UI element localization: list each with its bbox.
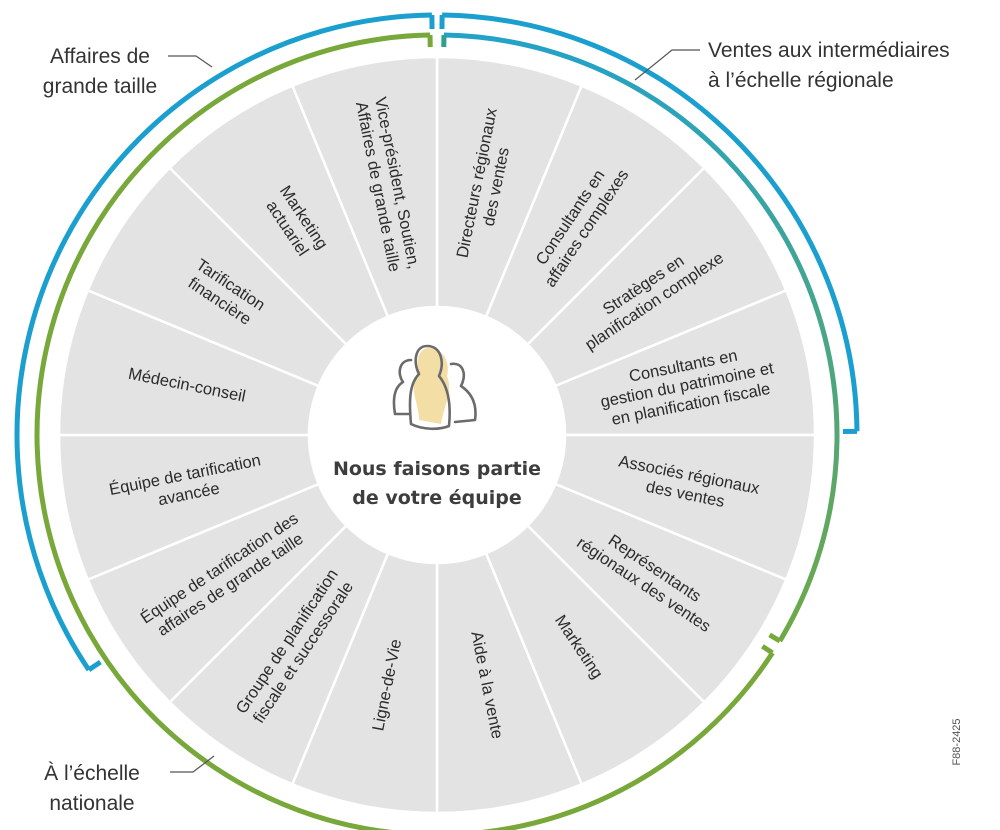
leader-line bbox=[634, 49, 700, 81]
segment-3: Stratèges enplanification complexe bbox=[525, 165, 788, 388]
document-code: F88-2425 bbox=[951, 718, 963, 765]
center-title-line: de votre équipe bbox=[352, 487, 522, 509]
team-people-icon bbox=[392, 344, 477, 431]
ring-affaires-grande-taille bbox=[14, 12, 435, 672]
group-label-text: Affaires de grande taille bbox=[43, 45, 157, 98]
group-label-line: grande taille bbox=[43, 75, 157, 98]
group-label-2: Ventes aux intermédiaires à l’échelle rég… bbox=[634, 39, 950, 92]
group-label-text: Ventes aux intermédiaires à l’échelle rég… bbox=[708, 39, 950, 92]
leader-line bbox=[170, 755, 215, 773]
group-label-line: À l’échelle bbox=[44, 762, 140, 785]
group-label-line: nationale bbox=[49, 792, 134, 815]
segment-9: Ligne-de-Vie bbox=[290, 551, 439, 815]
center-title: Nous faisons partie de votre équipe bbox=[333, 458, 541, 509]
group-label-1: Affaires de grande taille bbox=[43, 45, 213, 98]
group-labels: Affaires de grande taille Ventes aux inter… bbox=[43, 39, 963, 815]
segment-12: Équipe de tarificationavancée bbox=[57, 433, 321, 582]
ring-ventes-intermediaires bbox=[441, 32, 840, 644]
segment-13: Médecin-conseil bbox=[57, 288, 321, 437]
center-title-line: Nous faisons partie bbox=[333, 458, 541, 480]
center-circle bbox=[313, 311, 561, 559]
group-label-line: Affaires de bbox=[50, 45, 150, 68]
segment-8: Aide à la vente bbox=[435, 551, 584, 815]
segment-4: Consultants engestion du patrimoine eten… bbox=[553, 288, 817, 437]
group-label-3: À l’échelle nationale bbox=[44, 755, 215, 815]
group-label-line: Ventes aux intermédiaires bbox=[708, 39, 950, 62]
center-hub: Nous faisons partie de votre équipe bbox=[313, 311, 561, 559]
group-label-line: à l’échelle régionale bbox=[708, 69, 894, 92]
ring-echelle-nationale bbox=[34, 32, 775, 830]
segment-shape bbox=[290, 55, 439, 319]
leader-line bbox=[168, 55, 213, 68]
segment-15: Marketingactuariel bbox=[167, 84, 390, 347]
ring-ventes-regionales bbox=[439, 12, 860, 434]
segment-16: Vice-président, Soutien,Affaires de gran… bbox=[290, 55, 439, 319]
group-rings bbox=[14, 12, 860, 830]
group-label-text: À l’échelle nationale bbox=[44, 762, 140, 815]
